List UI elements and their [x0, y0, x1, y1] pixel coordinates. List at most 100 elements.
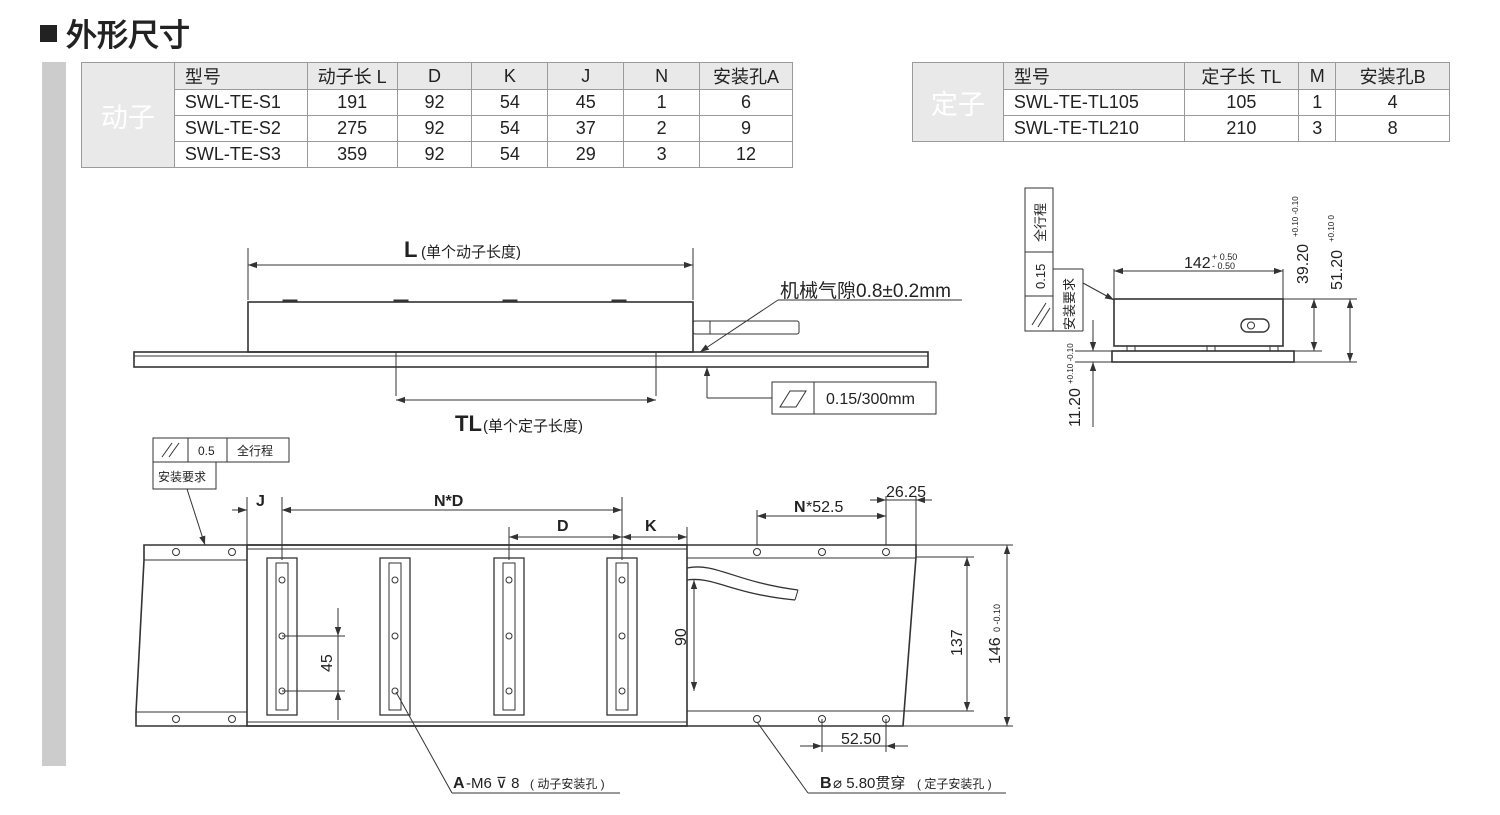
- sidebar-bar: [42, 62, 66, 766]
- note-b-text: ⌀ 5.80贯穿: [833, 775, 905, 792]
- note-b-desc: ( 定子安装孔 ): [917, 776, 992, 791]
- dim-51-20-tol: +0.10 0: [1327, 215, 1336, 242]
- table-cell: 359: [306, 141, 398, 168]
- parallel-icon: [1031, 302, 1047, 326]
- table-cell: SWL-TE-S1: [173, 89, 308, 116]
- cable-outlet: [692, 320, 800, 335]
- table-row: SWL-TE-TL210 210 3 8: [913, 115, 1450, 142]
- side-view: [133, 248, 962, 415]
- mount-pad: [282, 299, 298, 303]
- top-tol-range: 全行程: [237, 443, 273, 458]
- note-a-desc: ( 动子安装孔 ): [530, 776, 605, 791]
- dim-l-letter: L: [404, 237, 417, 262]
- column-header: 安装孔B: [1335, 62, 1450, 90]
- column-header: 动子长 L: [306, 62, 398, 90]
- dim-11-20-value: 11.20: [1067, 388, 1084, 427]
- dim-pitch-value: *52.5: [806, 499, 843, 516]
- leader-line-b: [756, 721, 809, 794]
- dim-146-tol: 0 -0.10: [992, 604, 1002, 632]
- table-cell: 8: [1335, 115, 1450, 142]
- table-row: SWL-TE-S1 191 92 54 45 1 6: [82, 89, 793, 116]
- table-cell: 3: [623, 141, 701, 168]
- air-gap-label: 机械气隙0.8±0.2mm: [780, 280, 951, 302]
- install-req-box: [152, 461, 217, 490]
- top-install-req: 安装要求: [158, 469, 206, 484]
- column-header: M: [1298, 62, 1337, 90]
- dim-11-20-tol: +0.10 -0.10: [1066, 343, 1075, 384]
- top-view: [135, 437, 1013, 794]
- leader-line: [186, 488, 206, 546]
- dim-39-20-tol: +0.10 -0.10: [1291, 196, 1300, 237]
- column-header: J: [547, 62, 625, 90]
- dim-39-20-value: 39.20: [1295, 244, 1312, 284]
- end-view: [1024, 187, 1357, 427]
- top-tol-value: 0.5: [198, 444, 215, 458]
- dim-k-label: K: [645, 518, 657, 535]
- parallel-icon: [168, 442, 180, 458]
- section-title: 外形尺寸: [40, 10, 190, 55]
- table-cell: 29: [547, 141, 625, 168]
- dim-d-label: D: [557, 518, 569, 535]
- dim-52-50: 52.50: [841, 731, 881, 748]
- mount-pad: [393, 299, 409, 303]
- flatness-icon: [779, 390, 807, 408]
- dim-142-value: 142: [1184, 255, 1211, 272]
- dim-j-label: J: [256, 493, 265, 510]
- note-b-bold: B: [820, 775, 832, 792]
- table-cell: 2: [623, 115, 701, 142]
- tol-value-label: 0.15: [1033, 264, 1048, 289]
- connector-icon: [1240, 318, 1270, 333]
- table-cell: 92: [396, 141, 473, 168]
- dim-142-tol-upper: + 0.50: [1212, 252, 1237, 262]
- table-cell: 92: [396, 89, 473, 116]
- note-a-text: -M6 ⊽ 8: [466, 775, 520, 792]
- mover-body: [247, 301, 694, 353]
- table-cell: 1: [1298, 89, 1337, 116]
- column-header: D: [396, 62, 473, 90]
- cable: [686, 578, 796, 601]
- stator-rail: [133, 351, 929, 368]
- leader-line: [1082, 282, 1115, 301]
- dim-tl-desc: (单个定子长度): [483, 418, 583, 435]
- table-cell: 210: [1183, 115, 1300, 142]
- leader-line-a: [395, 691, 453, 794]
- tol-range-label: 全行程: [1033, 203, 1048, 242]
- parallel-icon: [1037, 307, 1051, 328]
- table-cell: 54: [471, 141, 549, 168]
- install-req-label: 安装要求: [1062, 278, 1077, 330]
- mounting-strip: [606, 557, 638, 716]
- end-tolerance-box: [1024, 187, 1054, 332]
- table-cell: 54: [471, 89, 549, 116]
- table-cell: 3: [1298, 115, 1337, 142]
- flatness-value: 0.15/300mm: [826, 391, 915, 408]
- mounting-strip: [493, 557, 525, 716]
- column-header: N: [623, 62, 701, 90]
- stator-group-label: 定子: [912, 62, 1004, 142]
- table-row: SWL-TE-TL105 105 1 4: [913, 89, 1450, 116]
- table-cell: 4: [1335, 89, 1450, 116]
- table-row: SWL-TE-S3 359 92 54 29 3 12: [82, 141, 793, 168]
- mount-pad: [611, 299, 627, 303]
- stator-holes: [172, 548, 890, 723]
- note-a-bold: A: [453, 775, 465, 792]
- dim-90: 90: [673, 628, 690, 646]
- bullet-square-icon: [40, 25, 57, 42]
- dim-nd-label: N*D: [434, 493, 463, 510]
- end-mover-body: [1113, 298, 1284, 347]
- mover-spec-table: 动子 型号 动子长 L D K J N 安装孔A SWL-TE-S1 191 9…: [81, 62, 793, 168]
- dim-45: 45: [319, 654, 336, 672]
- table-cell: SWL-TE-S2: [173, 115, 308, 142]
- table-cell: 1: [623, 89, 701, 116]
- table-cell: SWL-TE-TL210: [1002, 115, 1185, 142]
- flatness-tolerance-box: [771, 381, 937, 415]
- dim-51-20-value: 51.20: [1329, 250, 1346, 290]
- leader-line-air-gap: [699, 299, 779, 353]
- top-tolerance-box: [152, 437, 290, 463]
- mount-pad: [502, 299, 518, 303]
- dim-pitch-prefix: N: [794, 499, 806, 516]
- table-cell: 12: [699, 141, 793, 168]
- stator-spec-table: 定子 型号 定子长 TL M 安装孔B SWL-TE-TL105 105 1 4…: [912, 62, 1450, 142]
- parallel-icon: [161, 442, 173, 458]
- end-stator-base: [1111, 350, 1295, 363]
